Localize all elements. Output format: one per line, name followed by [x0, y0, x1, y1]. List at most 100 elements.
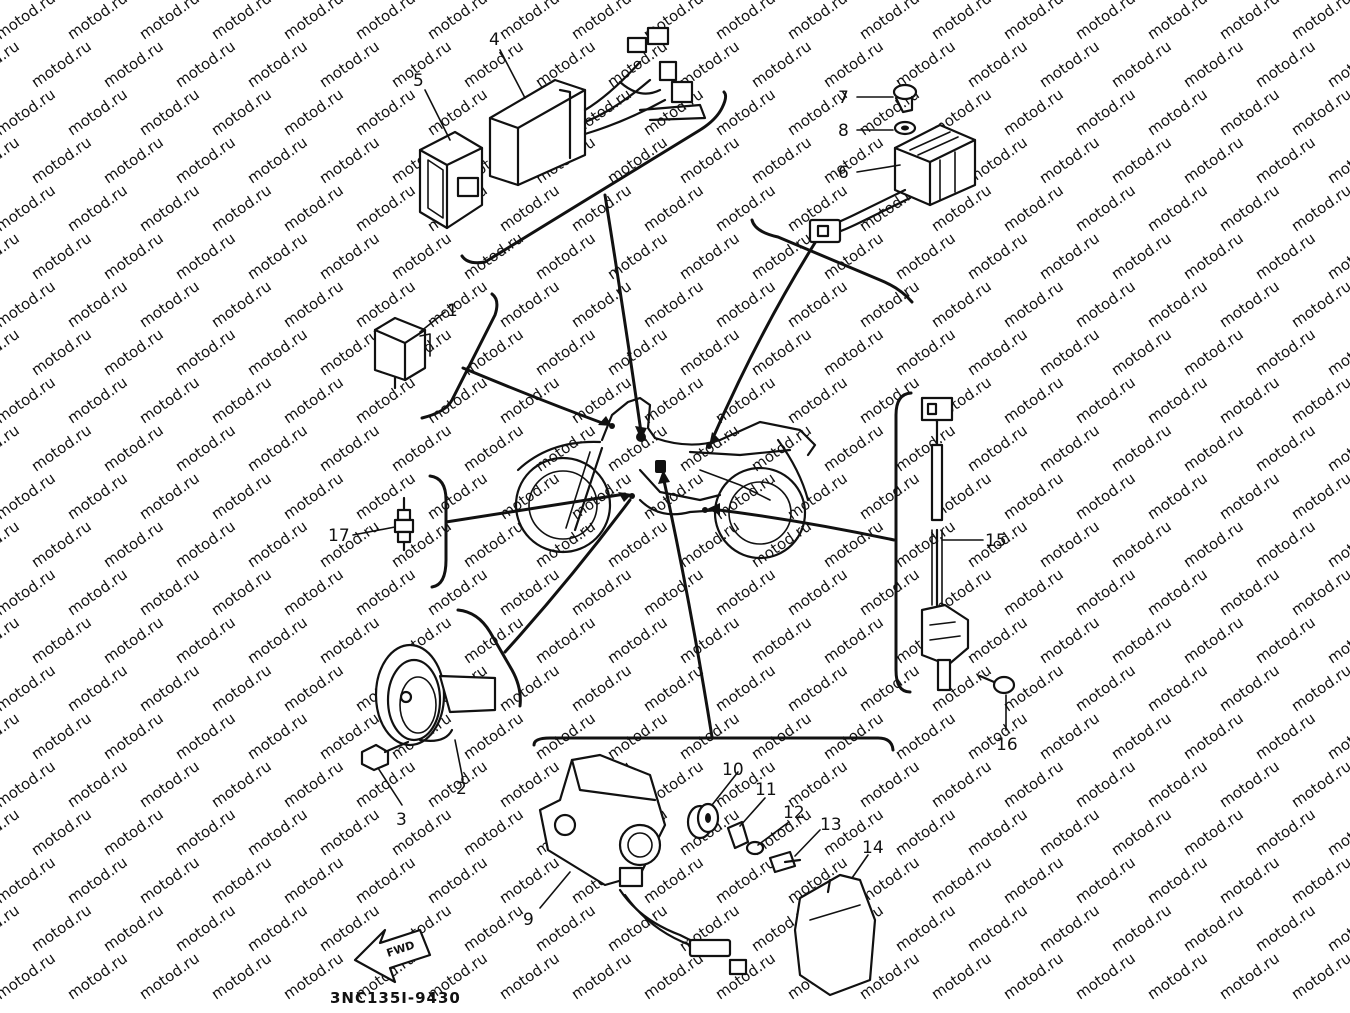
- watermark-text: motod.ru: [568, 0, 635, 43]
- watermark-text: motod.ru: [1180, 421, 1247, 475]
- watermark-text: motod.ru: [136, 565, 203, 619]
- watermark-text: motod.ru: [640, 565, 707, 619]
- watermark-text: motod.ru: [1288, 565, 1350, 619]
- watermark-text: motod.ru: [532, 613, 599, 667]
- watermark-text: motod.ru: [244, 37, 311, 91]
- watermark-text: motod.ru: [676, 133, 743, 187]
- group-brackets: [420, 90, 914, 752]
- watermark-text: motod.ru: [136, 181, 203, 235]
- watermark-text: motod.ru: [0, 757, 59, 811]
- watermark-text: motod.ru: [1252, 37, 1319, 91]
- callout-9: 9: [523, 910, 534, 930]
- watermark-text: motod.ru: [1216, 949, 1283, 1003]
- watermark-text: motod.ru: [208, 853, 275, 907]
- watermark-text: motod.ru: [244, 805, 311, 859]
- watermark-text: motod.ru: [136, 0, 203, 43]
- watermark-text: motod.ru: [640, 949, 707, 1003]
- watermark-text: motod.ru: [1108, 613, 1175, 667]
- watermark-text: motod.ru: [280, 469, 347, 523]
- part-3-bolt: [360, 740, 410, 772]
- watermark-text: motod.ru: [496, 0, 563, 43]
- watermark-text: motod.ru: [712, 949, 779, 1003]
- watermark-text: motod.ru: [0, 421, 23, 475]
- watermark-text: motod.ru: [1108, 421, 1175, 475]
- motorcycle-silhouette: [514, 396, 817, 560]
- watermark-text: motod.ru: [0, 229, 23, 283]
- callout-3: 3: [396, 810, 407, 830]
- watermark-text: motod.ru: [1252, 517, 1319, 571]
- watermark-text: motod.ru: [964, 805, 1031, 859]
- watermark-text: motod.ru: [100, 709, 167, 763]
- watermark-text: motod.ru: [1144, 949, 1211, 1003]
- watermark-text: motod.ru: [460, 421, 527, 475]
- watermark-text: motod.ru: [172, 133, 239, 187]
- watermark-text: motod.ru: [892, 805, 959, 859]
- watermark-text: motod.ru: [1180, 517, 1247, 571]
- watermark-text: motod.ru: [136, 85, 203, 139]
- watermark-text: motod.ru: [172, 805, 239, 859]
- watermark-text: motod.ru: [604, 325, 671, 379]
- watermark-text: motod.ru: [784, 373, 851, 427]
- watermark-text: motod.ru: [1000, 565, 1067, 619]
- watermark-text: motod.ru: [1180, 613, 1247, 667]
- watermark-text: motod.ru: [892, 901, 959, 955]
- watermark-text: motod.ru: [64, 853, 131, 907]
- watermark-text: motod.ru: [136, 661, 203, 715]
- watermark-text: motod.ru: [496, 661, 563, 715]
- watermark-text: motod.ru: [1324, 709, 1350, 763]
- watermark-text: motod.ru: [1252, 709, 1319, 763]
- watermark-text: motod.ru: [784, 277, 851, 331]
- watermark-text: motod.ru: [64, 661, 131, 715]
- part-10-grommet: [686, 802, 720, 840]
- watermark-text: motod.ru: [388, 229, 455, 283]
- callout-16: 16: [996, 735, 1018, 755]
- watermark-text: motod.ru: [964, 325, 1031, 379]
- watermark-text: motod.ru: [820, 709, 887, 763]
- watermark-text: motod.ru: [496, 949, 563, 1003]
- watermark-text: motod.ru: [1144, 85, 1211, 139]
- callout-13: 13: [820, 815, 842, 835]
- callout-12: 12: [783, 803, 805, 823]
- watermark-text: motod.ru: [1144, 181, 1211, 235]
- watermark-text: motod.ru: [208, 373, 275, 427]
- watermark-text: motod.ru: [0, 325, 23, 379]
- watermark-text: motod.ru: [1180, 133, 1247, 187]
- watermark-text: motod.ru: [856, 469, 923, 523]
- watermark-text: motod.ru: [1216, 277, 1283, 331]
- watermark-text: motod.ru: [208, 85, 275, 139]
- watermark-text: motod.ru: [1216, 373, 1283, 427]
- watermark-text: motod.ru: [0, 949, 59, 1003]
- watermark-text: motod.ru: [496, 373, 563, 427]
- watermark-text: motod.ru: [0, 181, 59, 235]
- watermark-text: motod.ru: [496, 469, 563, 523]
- watermark-text: motod.ru: [1036, 709, 1103, 763]
- watermark-text: motod.ru: [1000, 949, 1067, 1003]
- watermark-text: motod.ru: [0, 469, 59, 523]
- watermark-text: motod.ru: [1180, 325, 1247, 379]
- watermark-text: motod.ru: [100, 613, 167, 667]
- watermark-text: motod.ru: [64, 469, 131, 523]
- watermark-text: motod.ru: [64, 757, 131, 811]
- part-7-bolt: [892, 83, 918, 114]
- watermark-text: motod.ru: [1324, 421, 1350, 475]
- watermark-text: motod.ru: [172, 901, 239, 955]
- watermark-text: motod.ru: [28, 421, 95, 475]
- watermark-text: motod.ru: [1252, 613, 1319, 667]
- watermark-text: motod.ru: [1324, 517, 1350, 571]
- watermark-text: motod.ru: [64, 373, 131, 427]
- watermark-text: motod.ru: [676, 229, 743, 283]
- watermark-text: motod.ru: [820, 325, 887, 379]
- watermark-text: motod.ru: [712, 469, 779, 523]
- watermark-text: motod.ru: [100, 421, 167, 475]
- watermark-text: motod.ru: [352, 565, 419, 619]
- watermark-text: motod.ru: [784, 565, 851, 619]
- watermark-text: motod.ru: [1144, 853, 1211, 907]
- watermark-text: motod.ru: [0, 277, 59, 331]
- watermark-text: motod.ru: [568, 661, 635, 715]
- callout-14: 14: [862, 838, 884, 858]
- part-6-relay: [808, 123, 977, 244]
- watermark-text: motod.ru: [352, 181, 419, 235]
- watermark-text: motod.ru: [928, 757, 995, 811]
- watermark-text: motod.ru: [100, 517, 167, 571]
- callouts: 5 4 7 8 6 1 17 15 16 2 3 10 11 12 13 14: [328, 30, 1018, 930]
